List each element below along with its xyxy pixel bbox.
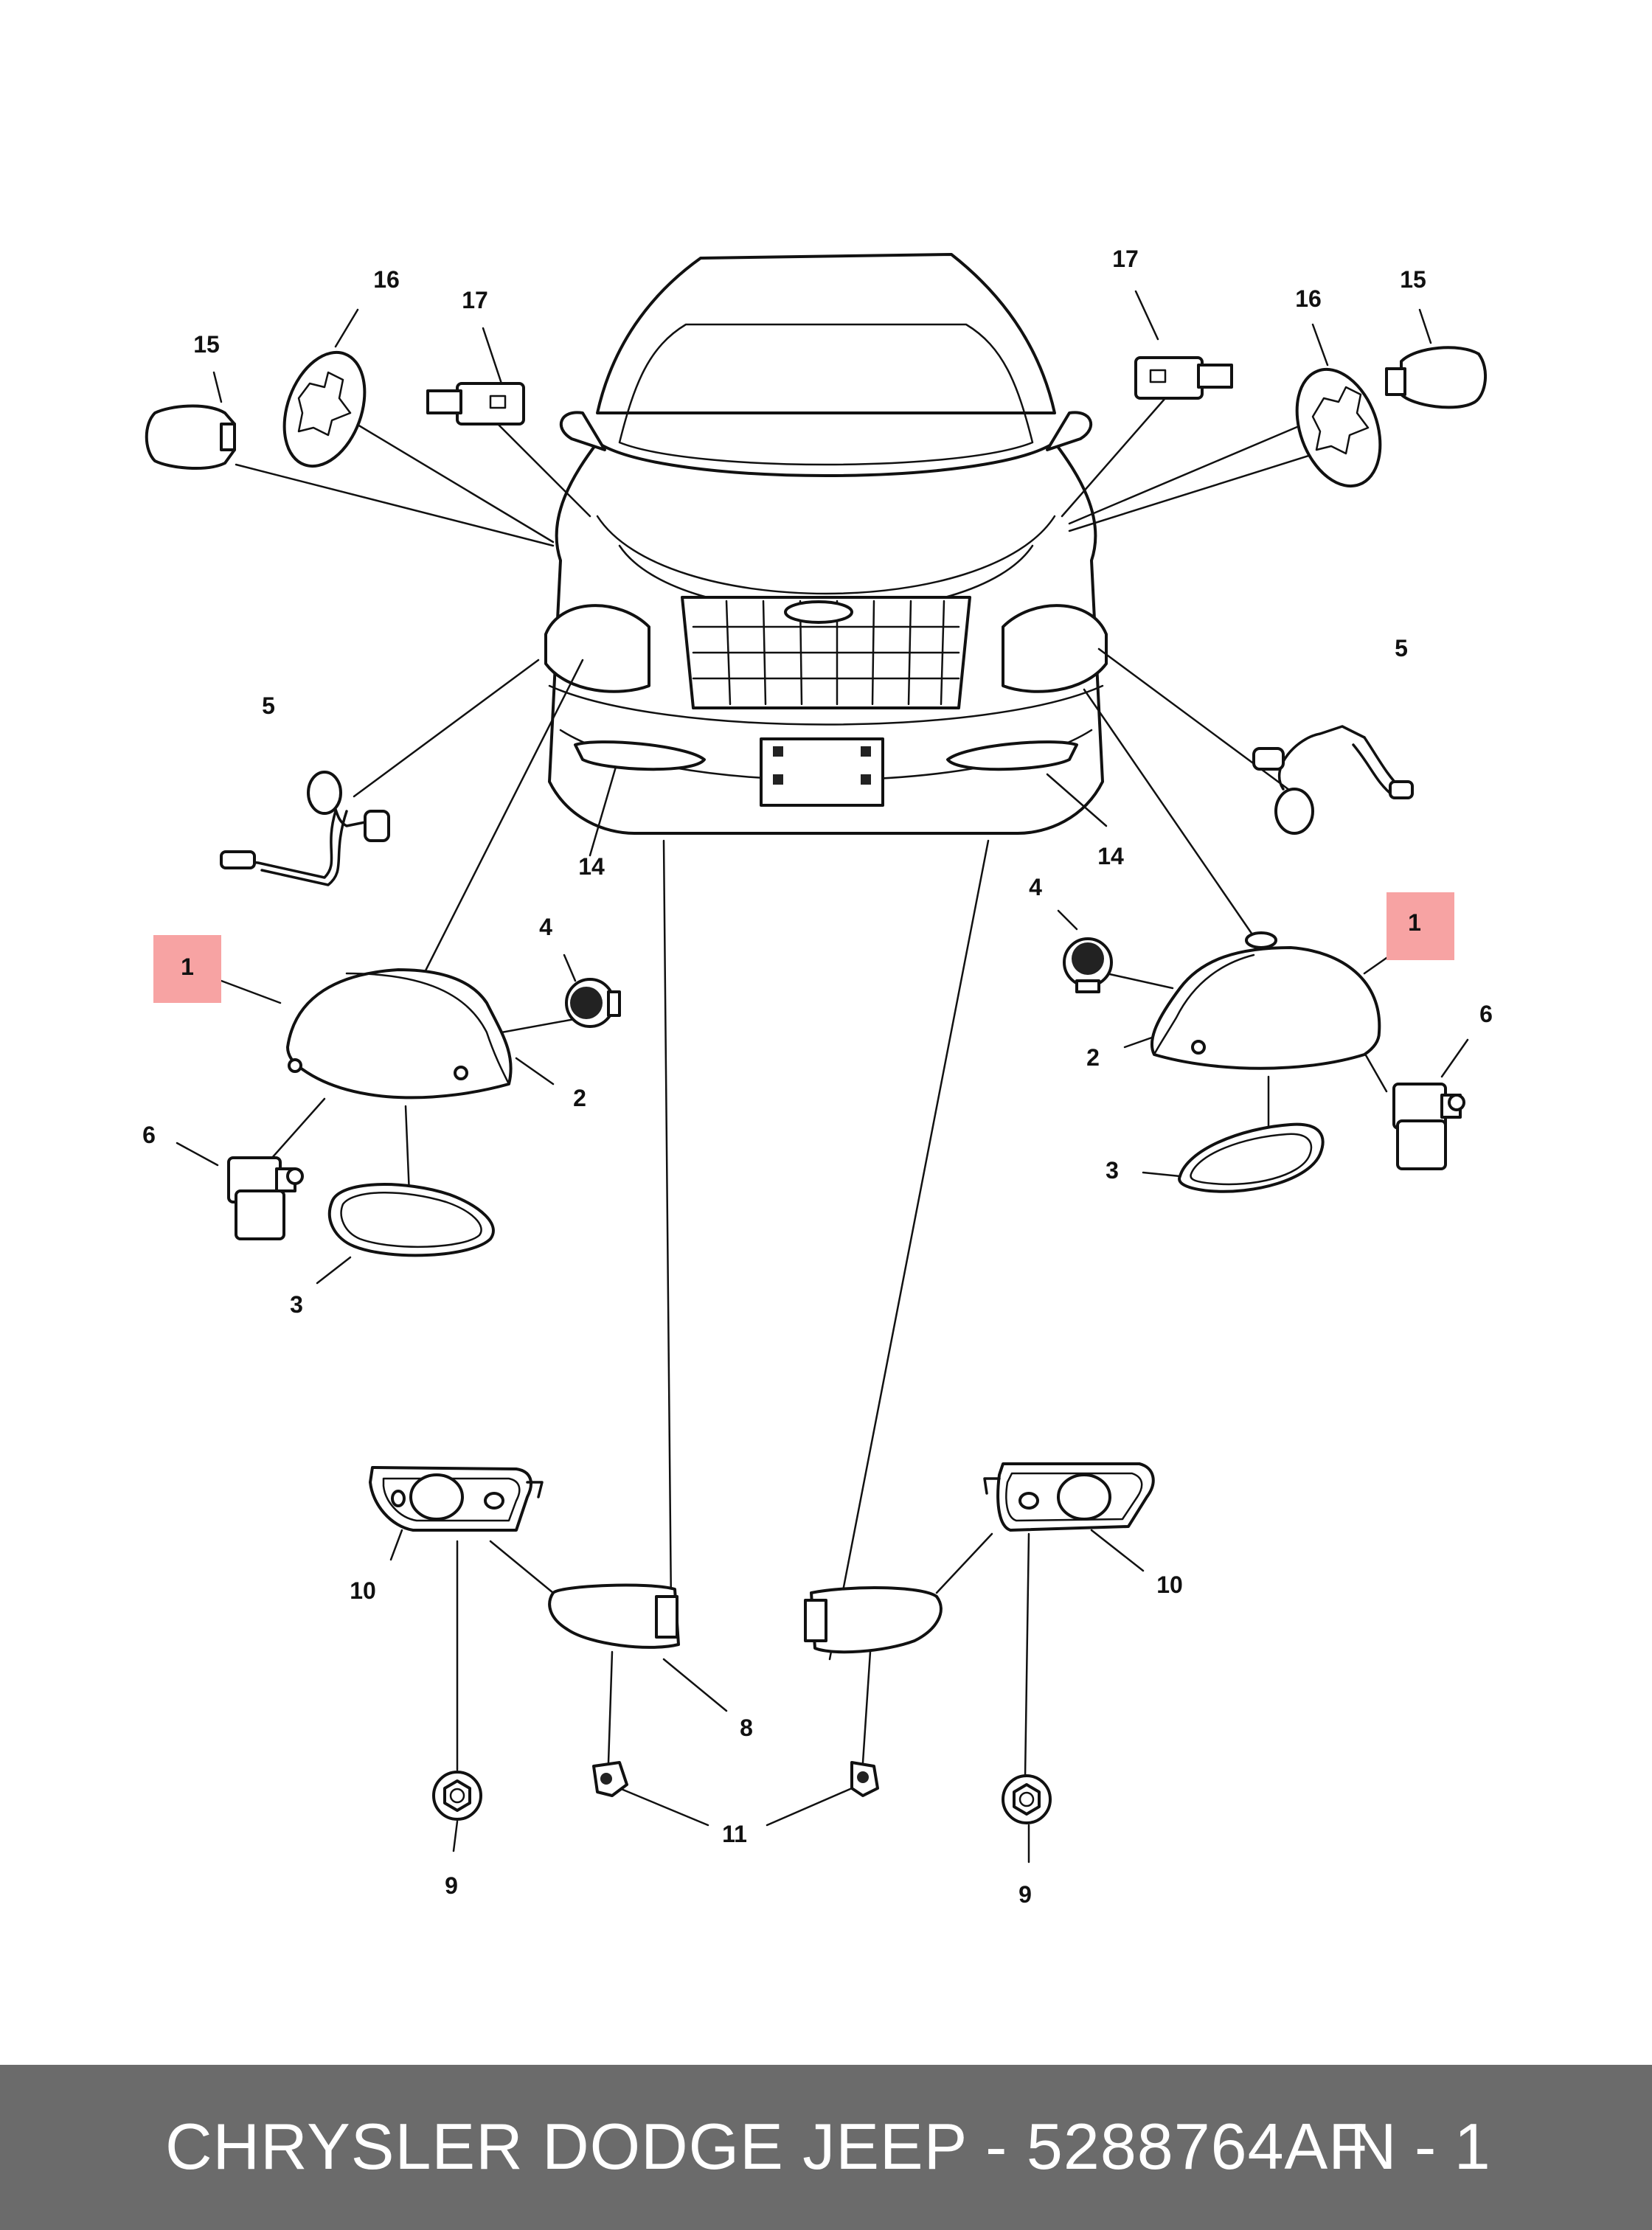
callout-4-left: 4 bbox=[539, 914, 552, 940]
fog-lamp-cover-8-left bbox=[548, 1583, 680, 1649]
callout-1-left: 1 bbox=[181, 954, 194, 980]
callout-3-left: 3 bbox=[290, 1291, 303, 1318]
callout-14-right: 14 bbox=[1097, 843, 1124, 869]
parts-diagram: 1 1 2 2 3 3 4 4 5 5 6 6 8 9 9 10 10 11 1… bbox=[142, 246, 1493, 1908]
callout-15-left: 15 bbox=[193, 331, 220, 358]
leader-lines bbox=[176, 290, 1469, 1863]
callout-2-right: 2 bbox=[1086, 1044, 1100, 1071]
footer-bar: CHRYSLER DODGE JEEP - 5288764AF N - 1 bbox=[0, 2065, 1652, 2230]
callout-15-right: 15 bbox=[1400, 266, 1426, 293]
callout-16-left: 16 bbox=[373, 266, 400, 293]
callout-10-left: 10 bbox=[350, 1577, 376, 1604]
nut-9-right bbox=[1002, 1774, 1052, 1824]
socket-seal-16-right bbox=[1295, 367, 1382, 488]
bulb-15-right bbox=[1385, 346, 1488, 409]
callout-3-right: 3 bbox=[1106, 1157, 1119, 1184]
callout-5-left: 5 bbox=[262, 692, 275, 719]
bulb-socket-4-right bbox=[1063, 937, 1113, 993]
callout-17-left: 17 bbox=[462, 287, 488, 313]
wiring-harness-5-right bbox=[1252, 725, 1414, 835]
bulb-socket-4-left bbox=[565, 978, 621, 1028]
socket-seal-16-left bbox=[282, 350, 367, 468]
lens-gasket-3-right bbox=[1178, 1122, 1325, 1193]
callout-9-left: 9 bbox=[445, 1872, 458, 1899]
part-number-title: CHRYSLER DODGE JEEP - 5288764AF bbox=[165, 2110, 1369, 2183]
socket-17-left bbox=[426, 382, 525, 425]
lens-gasket-3-left bbox=[327, 1183, 495, 1257]
clip-11-left bbox=[592, 1761, 628, 1797]
clip-11-right bbox=[850, 1761, 879, 1797]
highlight-box-left bbox=[153, 935, 221, 1003]
highlight-box-right bbox=[1386, 892, 1454, 960]
wiring-harness-5-left bbox=[220, 771, 390, 886]
fog-lamp-10-right bbox=[983, 1462, 1155, 1532]
headlamp-1-left bbox=[286, 968, 513, 1100]
callout-2-left: 2 bbox=[573, 1085, 586, 1111]
bulb-15-left bbox=[145, 404, 236, 470]
leveling-motor-6-right bbox=[1392, 1083, 1465, 1170]
leveling-motor-6-left bbox=[227, 1156, 304, 1240]
headlamp-1-right bbox=[1150, 931, 1381, 1070]
callout-16-right: 16 bbox=[1295, 285, 1322, 312]
callout-10-right: 10 bbox=[1156, 1571, 1183, 1598]
callout-4-right: 4 bbox=[1029, 874, 1042, 900]
nut-9-left bbox=[432, 1771, 482, 1821]
callout-17-right: 17 bbox=[1112, 246, 1139, 272]
socket-17-right bbox=[1134, 356, 1233, 400]
callout-14-left: 14 bbox=[578, 853, 605, 880]
callout-6-left: 6 bbox=[142, 1122, 156, 1148]
callout-1-right: 1 bbox=[1408, 909, 1421, 936]
page-indicator: N - 1 bbox=[1350, 2110, 1490, 2183]
fog-lamp-10-left bbox=[369, 1466, 544, 1532]
callout-5-right: 5 bbox=[1395, 635, 1408, 661]
fog-lamp-cover-8-right bbox=[804, 1586, 943, 1654]
callout-8: 8 bbox=[740, 1715, 753, 1741]
callout-labels: 1 1 2 2 3 3 4 4 5 5 6 6 8 9 9 10 10 11 1… bbox=[142, 246, 1493, 1908]
callout-9-right: 9 bbox=[1018, 1881, 1032, 1908]
callout-11: 11 bbox=[722, 1821, 747, 1847]
callout-6-right: 6 bbox=[1479, 1001, 1493, 1027]
vehicle-front-view bbox=[544, 253, 1108, 835]
